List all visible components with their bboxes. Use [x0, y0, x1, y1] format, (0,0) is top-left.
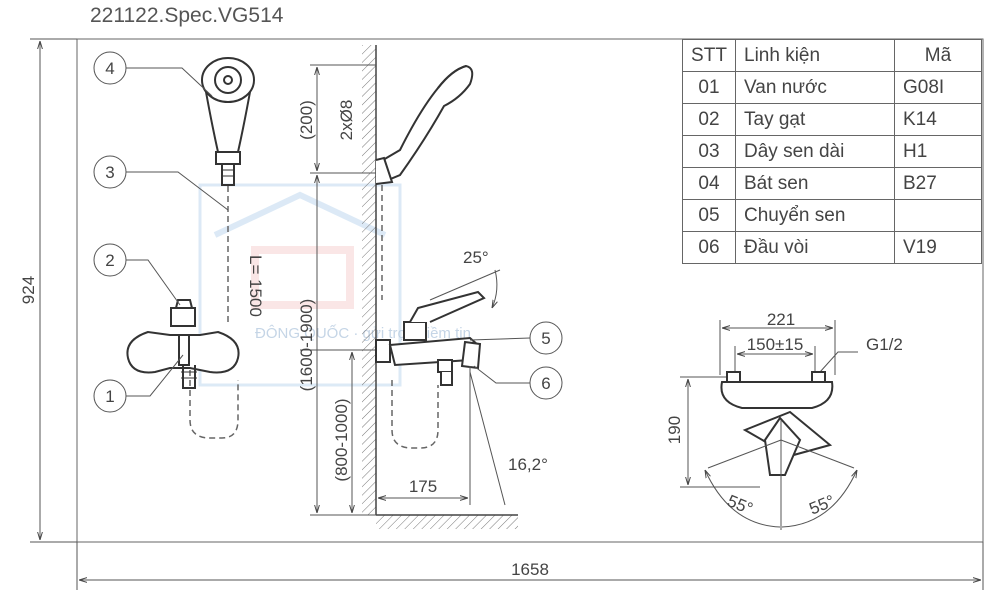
- callout-number: 2: [105, 251, 114, 270]
- mount-height-label: (1600-1900): [297, 299, 316, 392]
- hand-shower-front: [201, 57, 255, 186]
- drawing-frame: [76, 38, 984, 543]
- callout-4: [93, 51, 213, 97]
- table-header-row: STT Linh kiện Mã: [682, 39, 982, 72]
- rotation-right-label: 55°: [806, 491, 837, 518]
- mixer-valve-side: [375, 290, 486, 386]
- table-row: 04 Bát sen B27: [682, 167, 982, 200]
- callout-3: [93, 155, 229, 211]
- page-title: 221122.Spec.VG514: [90, 4, 284, 27]
- spout-angle-label: 16,2°: [508, 455, 548, 474]
- row-stt: 01: [682, 71, 736, 104]
- callout-5: [469, 321, 563, 355]
- rotation-left-label: 55°: [725, 491, 756, 518]
- header-stt: STT: [682, 39, 736, 72]
- spout-reach-label: 175: [409, 477, 437, 496]
- body-height-dim: [680, 376, 760, 488]
- width-total-label: 1658: [511, 560, 549, 579]
- mixer-valve-front: [126, 299, 240, 389]
- table-row: 03 Dây sen dài H1: [682, 135, 982, 168]
- rotation-arcs: [705, 420, 857, 530]
- center-width-label: 221: [767, 310, 795, 329]
- callout-1: [93, 354, 184, 413]
- lever-angle-label: 25°: [463, 248, 489, 267]
- hand-shower-side: [375, 64, 474, 185]
- row-stt: 06: [682, 231, 736, 264]
- row-code: V19: [894, 231, 982, 264]
- row-part: Đầu vòi: [735, 231, 895, 264]
- row-code: G08I: [894, 71, 982, 104]
- table-row: 01 Van nước G08I: [682, 71, 982, 104]
- table-row: 05 Chuyển sen: [682, 199, 982, 232]
- row-stt: 02: [682, 103, 736, 136]
- wall-section: [362, 45, 518, 529]
- center-dims: [719, 320, 858, 375]
- thread-label: G1/2: [866, 335, 903, 354]
- row-code: [894, 199, 982, 232]
- center-spacing-label: 150±15: [747, 335, 804, 354]
- parts-table: STT Linh kiện Mã 01 Van nước G08I 02 Tay…: [682, 39, 982, 264]
- row-part: Bát sen: [735, 167, 895, 200]
- height-total-label: 924: [19, 276, 38, 304]
- header-part: Linh kiện: [735, 39, 895, 72]
- row-part: Dây sen dài: [735, 135, 895, 168]
- header-code: Mã: [894, 39, 982, 72]
- table-row: 02 Tay gạt K14: [682, 103, 982, 136]
- body-height-label: 190: [665, 416, 684, 444]
- callout-number: 4: [105, 59, 114, 78]
- callout-2: [93, 243, 181, 306]
- row-code: K14: [894, 103, 982, 136]
- hose-length-label: L= 1500: [246, 255, 265, 317]
- hose-side: [381, 185, 439, 449]
- height-dimension: [30, 38, 77, 543]
- spout-reach-dim: [378, 366, 506, 506]
- row-code: B27: [894, 167, 982, 200]
- top-gap-label: (200): [297, 100, 316, 140]
- row-stt: 03: [682, 135, 736, 168]
- row-stt: 04: [682, 167, 736, 200]
- row-part: Chuyển sen: [735, 199, 895, 232]
- row-stt: 05: [682, 199, 736, 232]
- table-row: 06 Đầu vòi V19: [682, 231, 982, 264]
- callout-number: 1: [105, 387, 114, 406]
- watermark-logo: [198, 183, 402, 387]
- callout-number: 6: [541, 374, 550, 393]
- row-code: H1: [894, 135, 982, 168]
- vertical-dims: [300, 64, 376, 516]
- callout-6: [473, 365, 563, 400]
- callout-number: 3: [105, 163, 114, 182]
- callout-number: 5: [541, 329, 550, 348]
- row-part: Tay gạt: [735, 103, 895, 136]
- lever-angle-dim: [429, 269, 501, 308]
- mixer-valve-top: [720, 371, 834, 476]
- hose-front: [189, 186, 239, 439]
- valve-height-label: (800-1000): [332, 398, 351, 481]
- width-dimension: [76, 542, 984, 590]
- holes-label: 2xØ8: [337, 100, 356, 141]
- row-part: Van nước: [735, 71, 895, 104]
